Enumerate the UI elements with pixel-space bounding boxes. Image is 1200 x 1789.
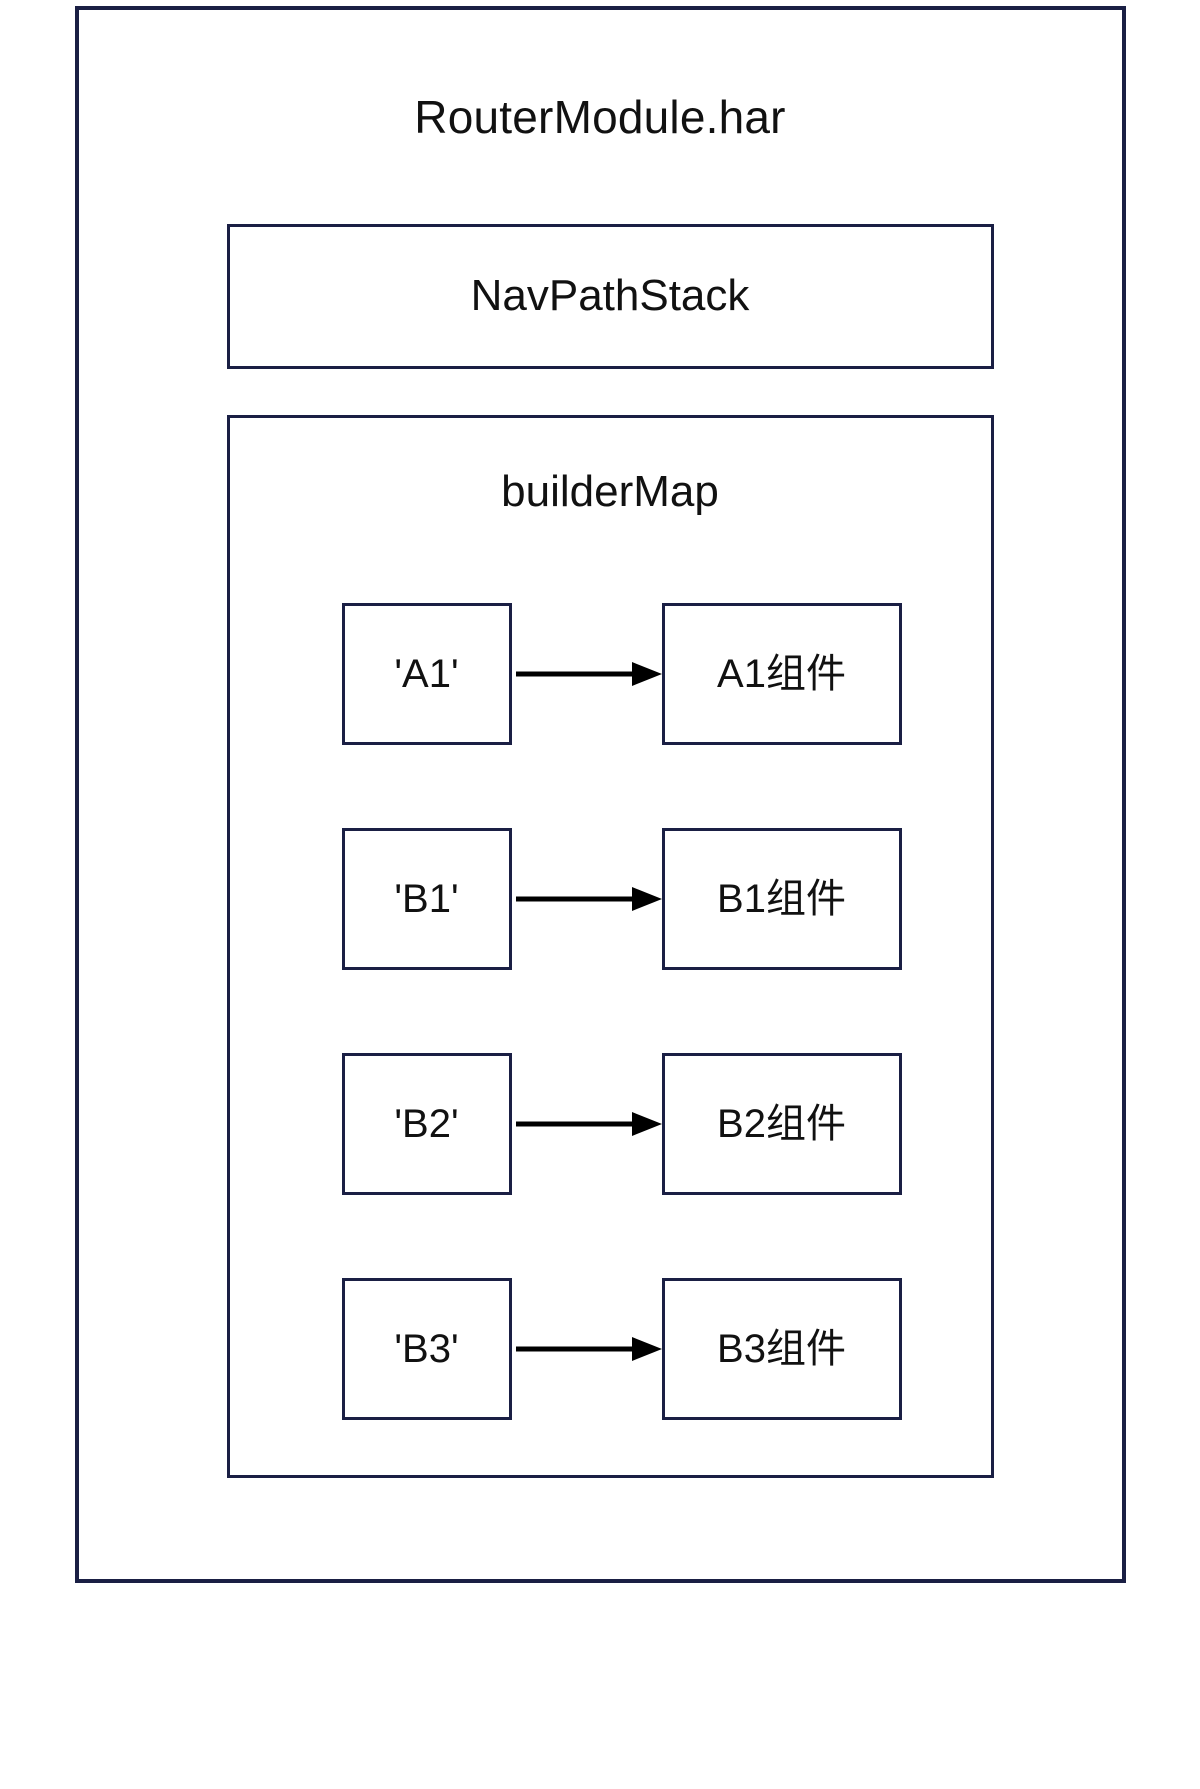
arrow-right-icon [515, 884, 662, 914]
route-component-label: B2组件 [717, 1102, 846, 1146]
builder-map-entry: 'B3' B3组件 [230, 1278, 991, 1503]
diagram-canvas: RouterModule.har NavPathStack builderMap… [68, 0, 1132, 1589]
route-component-box: B1组件 [661, 828, 902, 970]
route-key-label: 'B1' [394, 877, 459, 921]
route-component-label: B1组件 [717, 877, 846, 921]
builder-map-entry: 'B1' B1组件 [230, 828, 991, 1053]
builder-map-box: builderMap 'A1' A1组件 [226, 415, 994, 1478]
route-component-label: A1组件 [717, 652, 846, 696]
nav-path-stack-box: NavPathStack [226, 224, 994, 369]
arrow-right-icon [515, 1109, 662, 1139]
route-component-box: A1组件 [661, 603, 902, 745]
arrow-right-icon [515, 659, 662, 689]
route-component-box: B3组件 [661, 1278, 902, 1420]
arrow-right-icon [515, 1334, 662, 1364]
builder-map-entry: 'A1' A1组件 [230, 603, 991, 828]
route-key-label: 'B3' [394, 1327, 459, 1371]
route-component-box: B2组件 [661, 1053, 902, 1195]
builder-map-entry: 'B2' B2组件 [230, 1053, 991, 1278]
route-key-box: 'B1' [341, 828, 512, 970]
route-key-label: 'A1' [394, 652, 459, 696]
module-title: RouterModule.har [414, 91, 786, 143]
nav-path-stack-label: NavPathStack [470, 271, 750, 321]
route-key-box: 'B3' [341, 1278, 512, 1420]
builder-map-entry-list: 'A1' A1组件 'B1' [230, 603, 991, 1503]
route-component-label: B3组件 [717, 1327, 846, 1371]
route-key-box: 'A1' [341, 603, 512, 745]
builder-map-label: builderMap [501, 467, 719, 516]
router-module-frame: RouterModule.har NavPathStack builderMap… [74, 6, 1126, 1583]
route-key-label: 'B2' [394, 1102, 459, 1146]
route-key-box: 'B2' [341, 1053, 512, 1195]
